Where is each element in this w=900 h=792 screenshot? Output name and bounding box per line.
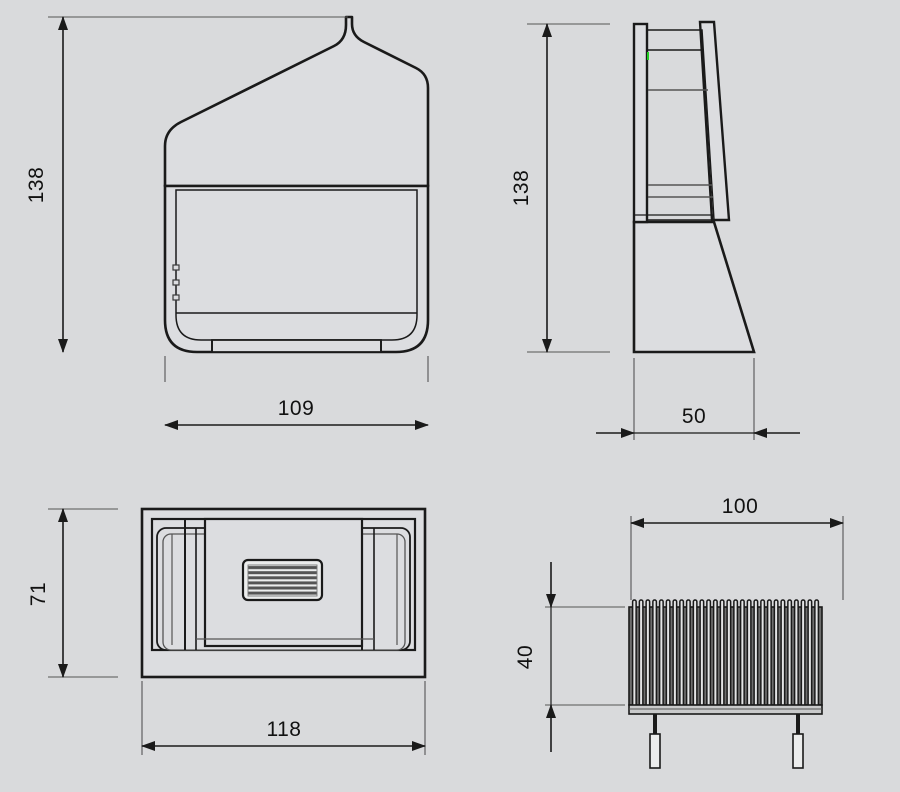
dim-label-front-width: 109	[278, 397, 315, 420]
fin-10	[692, 599, 698, 708]
top-grille	[241, 558, 324, 602]
fin-16	[733, 599, 739, 708]
mounting-pin-left	[649, 733, 661, 769]
fin-7	[672, 599, 678, 708]
dim-label-top-depth: 71	[27, 582, 50, 606]
fin-14	[719, 599, 725, 708]
dimension-top-width: 118	[141, 718, 426, 751]
front-view: 138 109	[25, 15, 430, 430]
front-lower-shell	[163, 184, 430, 354]
fin-22	[773, 599, 779, 708]
grille-louvers-icon	[248, 565, 317, 596]
fin-5	[658, 599, 664, 708]
front-notch-3	[172, 294, 180, 301]
fin-13	[712, 599, 718, 708]
dim-label-fin-height: 40	[514, 645, 537, 669]
front-base-plinth	[211, 339, 382, 353]
dim-label-front-height: 138	[25, 167, 48, 204]
front-notch-1	[172, 264, 180, 271]
mounting-pin-right	[792, 733, 804, 769]
fin-27	[807, 599, 813, 708]
fin-23	[780, 599, 786, 708]
dimension-side-height: 138	[510, 23, 552, 353]
fin-11	[699, 599, 705, 708]
side-view: 138 50	[510, 20, 800, 440]
dimension-fin-height: 40	[514, 562, 556, 752]
fin-21	[766, 599, 772, 708]
front-upper-shell	[163, 15, 430, 188]
fin-26	[800, 599, 806, 708]
fin-detail-view: 100 40	[514, 495, 844, 769]
accent-marker-icon	[647, 52, 649, 60]
top-view: 71 118	[27, 507, 427, 755]
fin-25	[793, 599, 799, 708]
side-rear-post	[632, 22, 649, 224]
dimension-fin-width: 100	[630, 495, 844, 528]
fin-20	[760, 599, 766, 708]
fin-6	[665, 599, 671, 708]
dimension-side-depth: 50	[596, 405, 800, 438]
mounting-pin-lead-left	[653, 714, 657, 734]
fin-15	[726, 599, 732, 708]
fin-18	[746, 599, 752, 708]
side-front-panel	[698, 20, 731, 222]
side-cavity-outline	[646, 29, 715, 221]
dim-label-fin-width: 100	[722, 495, 759, 518]
fin-8	[679, 599, 685, 708]
fin-28	[814, 599, 820, 708]
fin-3	[645, 599, 651, 708]
fin-4	[652, 599, 658, 708]
dim-label-top-width: 118	[267, 718, 302, 741]
grille-louvers-border	[247, 564, 318, 597]
dimension-front-height: 138	[25, 16, 68, 353]
fin-12	[706, 599, 712, 708]
side-base-wedge	[632, 220, 756, 354]
mounting-pin-lead-right	[796, 714, 800, 734]
front-notch-2	[172, 279, 180, 286]
fin-9	[685, 599, 691, 708]
fin-array	[631, 599, 820, 708]
fin-19	[753, 599, 759, 708]
dim-label-side-height: 138	[510, 170, 533, 207]
fin-24	[787, 599, 793, 708]
dimension-top-depth: 71	[27, 508, 68, 678]
fin-body-block	[628, 606, 823, 706]
dim-label-side-depth: 50	[682, 405, 706, 428]
fin-2	[638, 599, 644, 708]
fin-17	[739, 599, 745, 708]
front-inner-panel	[175, 189, 418, 341]
fin-1	[631, 599, 637, 708]
dimension-front-width: 109	[164, 397, 429, 430]
